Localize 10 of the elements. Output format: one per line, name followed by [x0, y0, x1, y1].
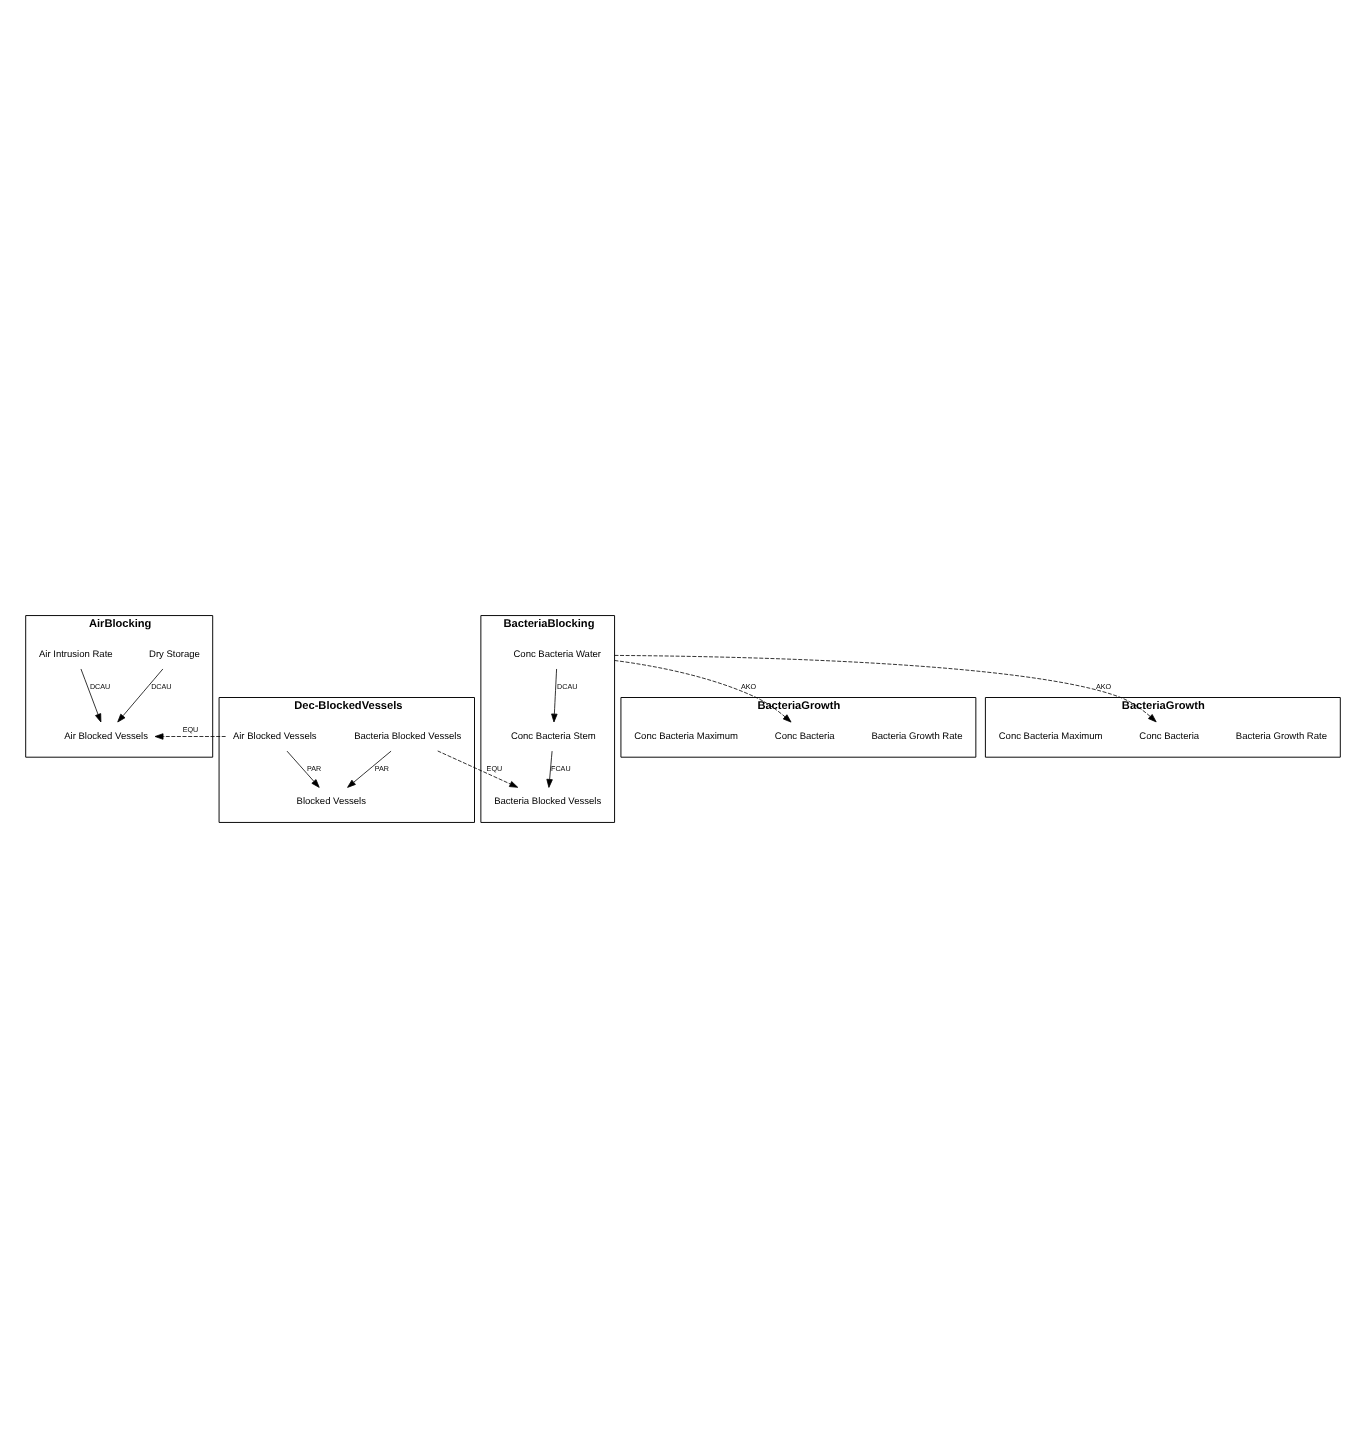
arrow — [546, 750, 553, 788]
arrow — [551, 668, 558, 723]
arrow — [154, 733, 226, 740]
arrow — [437, 750, 519, 788]
arrow — [614, 655, 1157, 723]
arrow — [286, 750, 320, 788]
arrow — [80, 668, 102, 723]
arrow — [614, 660, 792, 723]
arrow — [117, 668, 164, 723]
arrow — [347, 750, 392, 788]
